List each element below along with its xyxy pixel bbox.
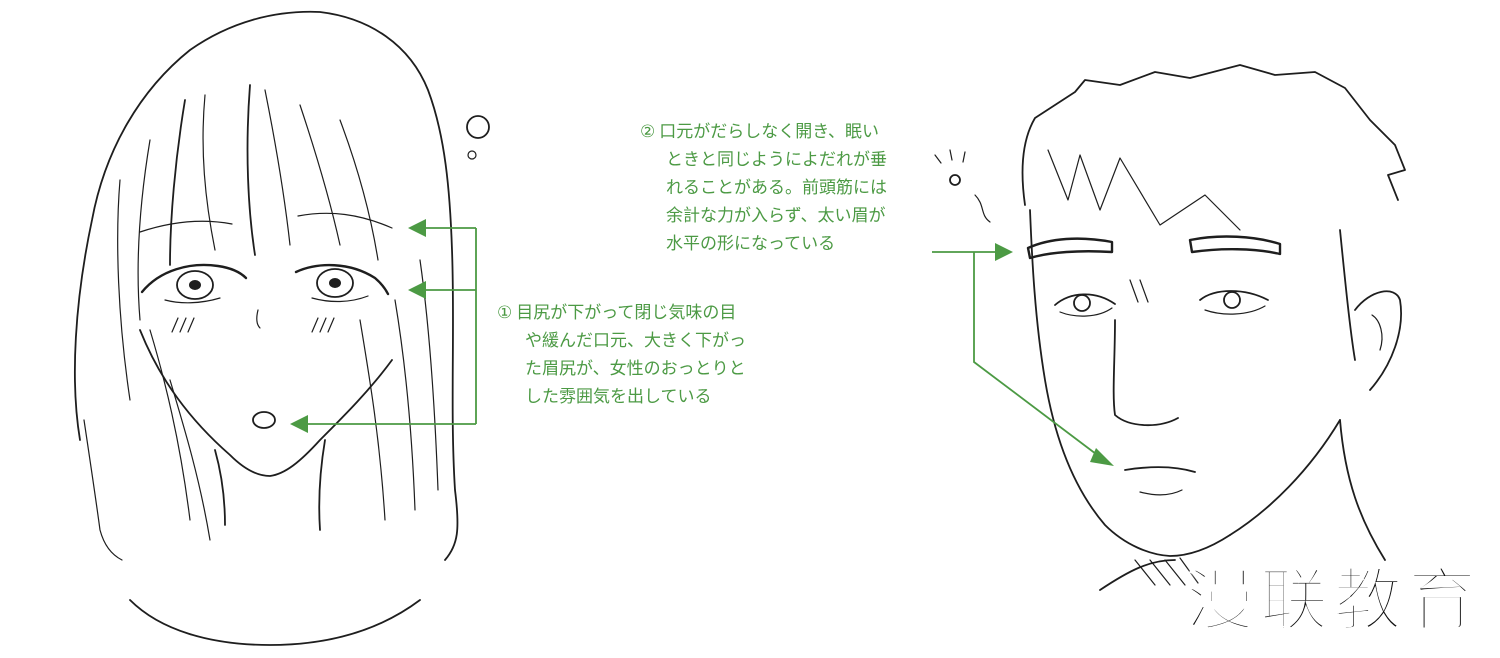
annotation-2-line-4: 余計な力が入らず、太い眉が bbox=[666, 206, 886, 226]
arrows-note2 bbox=[932, 243, 1114, 466]
watermark-logo: 漫联教育 bbox=[1185, 560, 1482, 642]
annotation-1-line-3: た眉尻が、女性のおっとりと bbox=[525, 359, 746, 379]
annotation-1-number: ① bbox=[497, 303, 513, 323]
man-sketch bbox=[934, 64, 1406, 591]
arrows-note1 bbox=[290, 219, 477, 433]
annotation-1-line-2: や緩んだ口元、大きく下がっ bbox=[525, 331, 746, 351]
girl-sketch bbox=[73, 10, 490, 646]
annotation-2-line-5: 水平の形になっている bbox=[666, 234, 836, 254]
annotation-1-line-4: した雰囲気を出している bbox=[525, 387, 712, 407]
annotation-2-number: ② bbox=[640, 122, 656, 142]
annotation-2-line-2: ときと同じようによだれが垂 bbox=[666, 150, 887, 170]
annotation-2-line-3: れることがある。前頭筋には bbox=[666, 178, 887, 198]
